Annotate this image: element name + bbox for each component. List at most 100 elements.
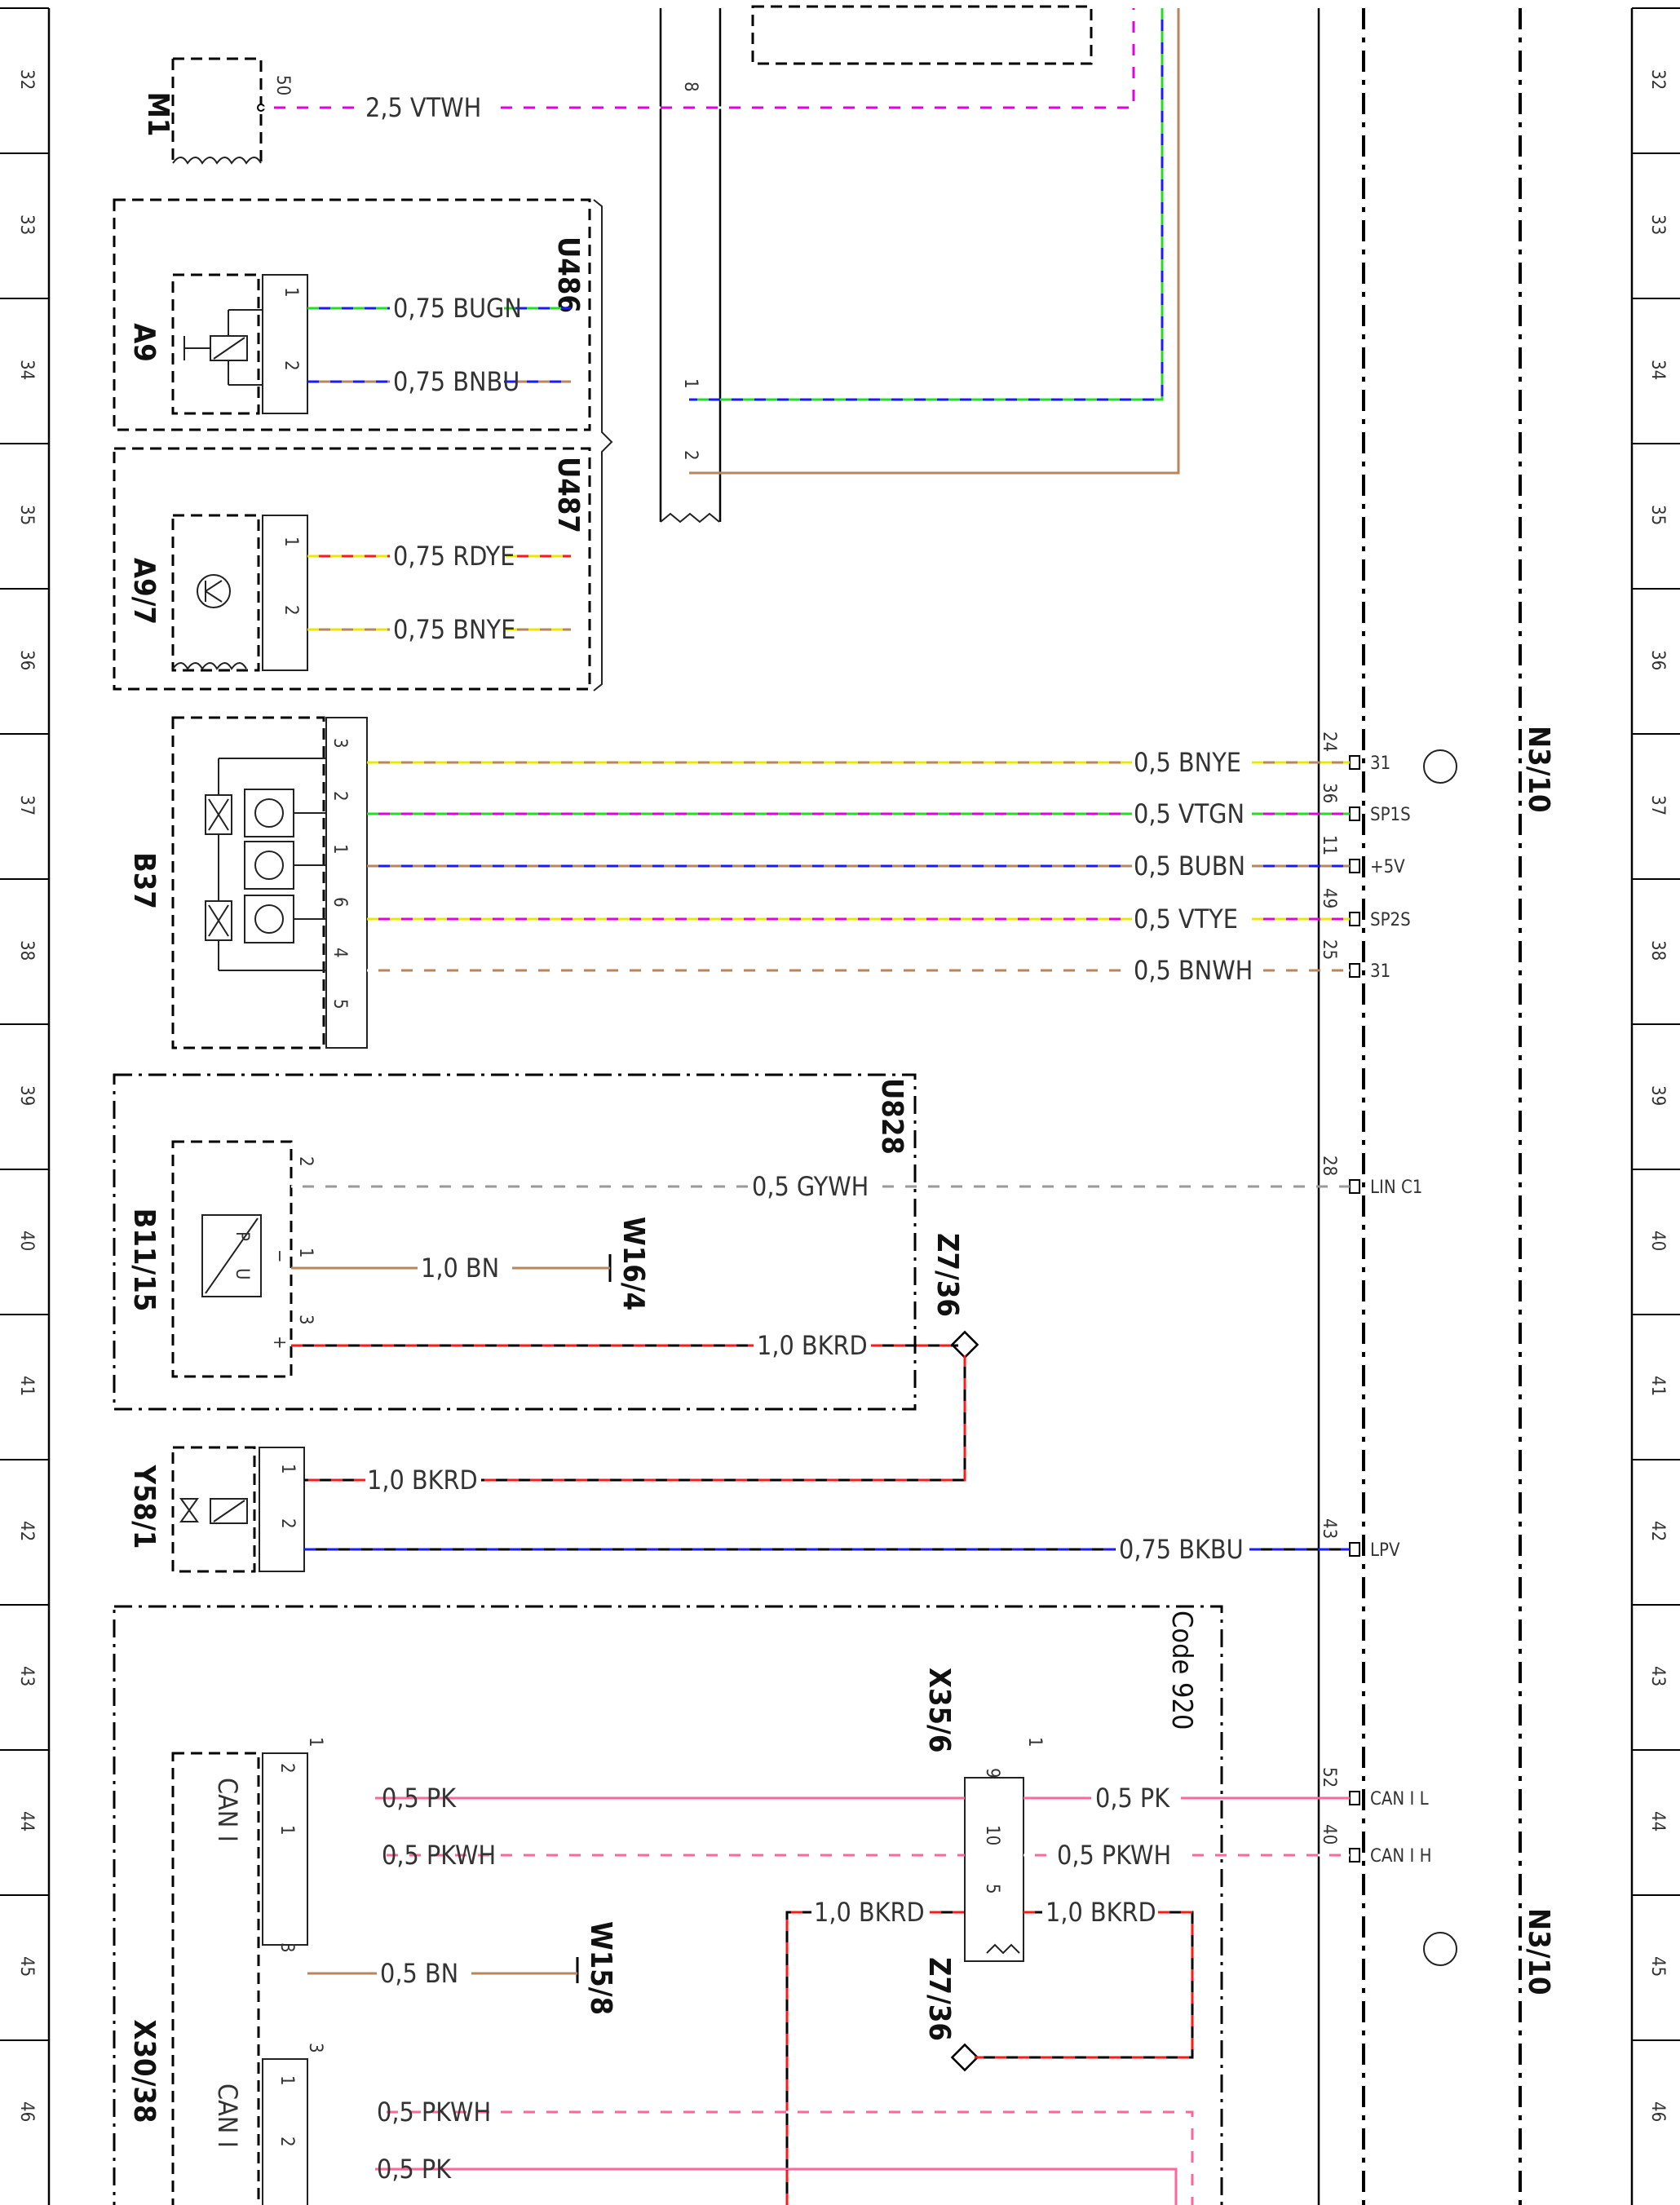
wire-label-can-pkwh-left: 0,5 PKWH bbox=[382, 1840, 496, 1871]
component-m1: M1 50 bbox=[141, 57, 293, 165]
n3-10-pin-number: 36 bbox=[1319, 783, 1339, 803]
n3-10-pin-terminal bbox=[1349, 755, 1360, 770]
n3-10-pin-number: 25 bbox=[1319, 939, 1339, 960]
row-number-left: 36 bbox=[16, 650, 37, 670]
u486-box bbox=[113, 198, 591, 431]
row-number-left: 43 bbox=[16, 1666, 37, 1686]
b37-label: B37 bbox=[127, 852, 161, 909]
mid-pin-1: 1 bbox=[680, 378, 701, 389]
component-n3-10: N3/10 N3/10 bbox=[1423, 726, 1555, 1995]
row-number-left: 37 bbox=[16, 795, 37, 815]
left-ruler bbox=[47, 8, 1634, 2205]
can-i-label-top: CAN I bbox=[212, 1778, 243, 1842]
b11-pin-2: 2 bbox=[295, 1156, 316, 1167]
z7-36-label-bottom: Z7/36 bbox=[922, 1957, 956, 2041]
n3-10-pin-terminal bbox=[1349, 912, 1360, 926]
n3-10-pin-number: 43 bbox=[1319, 1518, 1339, 1539]
n3-10-label-bottom: N3/10 bbox=[1522, 1908, 1555, 1995]
u-glyph: U bbox=[232, 1268, 252, 1280]
row-number-right: 38 bbox=[1647, 940, 1668, 961]
y58-1-label: Y58/1 bbox=[127, 1465, 161, 1549]
b37-pin-4: 4 bbox=[329, 948, 350, 958]
b11-minus: − bbox=[269, 1249, 290, 1263]
u486-u487-bracket bbox=[593, 199, 613, 692]
n3-10-pin-number: 11 bbox=[1319, 835, 1339, 855]
n3-10-signal: +5V bbox=[1370, 857, 1405, 877]
wire-label-b11-1: 1,0 BN bbox=[421, 1253, 499, 1284]
u486-label: U486 bbox=[551, 236, 585, 313]
component-a9: A9 1 2 bbox=[127, 273, 308, 415]
component-x30-38: X30/38 CAN I CAN I 1 2 1 3 3 1 2 bbox=[127, 1737, 325, 2205]
w15-8-label: W15/8 bbox=[584, 1921, 617, 2015]
b37-pin-5: 5 bbox=[329, 999, 350, 1010]
n3-10-pin-terminal bbox=[1349, 806, 1360, 821]
wire-label-a9-2: 0,75 BNBU bbox=[393, 366, 519, 397]
row-number-right: 40 bbox=[1647, 1231, 1668, 1251]
n3-10-signal: 31 bbox=[1370, 753, 1390, 774]
row-number-right: 44 bbox=[1647, 1811, 1668, 1832]
wire-label-can-pk-right: 0,5 PK bbox=[1095, 1783, 1170, 1814]
code-920-box bbox=[113, 1605, 1223, 2205]
b11-15-label: B11/15 bbox=[127, 1209, 161, 1312]
b37-pin-6: 6 bbox=[329, 897, 350, 908]
m1-pin: 50 bbox=[272, 75, 293, 95]
row-number-left: 41 bbox=[16, 1376, 37, 1396]
row-number-left: 35 bbox=[16, 505, 37, 525]
n3-10-pin-terminal bbox=[1349, 1179, 1360, 1194]
n3-10-signal: 31 bbox=[1370, 961, 1390, 982]
z7-36-label-top: Z7/36 bbox=[931, 1233, 964, 1317]
connector-x35-6: X35/6 1 9 10 5 bbox=[922, 1668, 1045, 1962]
a9-label: A9 bbox=[127, 323, 161, 362]
row-number-right: 32 bbox=[1647, 69, 1668, 90]
n3-10-pin-number: 49 bbox=[1319, 888, 1339, 908]
mid-pin-8: 8 bbox=[680, 82, 701, 92]
row-number-left: 40 bbox=[16, 1231, 37, 1251]
n3-10-pin-terminal bbox=[1349, 1848, 1360, 1863]
x30-pin-2: 2 bbox=[276, 1763, 297, 1774]
x35-pin-5: 5 bbox=[982, 1884, 1002, 1894]
row-number-right: 46 bbox=[1647, 2101, 1668, 2122]
row-number-right: 33 bbox=[1647, 214, 1668, 235]
code-920-label: Code 920 bbox=[1165, 1611, 1198, 1730]
wire-label-can2-pk: 0,5 PK bbox=[377, 2154, 452, 2185]
wire-label-b37_1: 0,5 BUBN bbox=[1134, 851, 1245, 882]
n3-10-signal: SP1S bbox=[1370, 805, 1411, 825]
wire-label-x30-3: 0,5 BN bbox=[380, 1958, 458, 1989]
component-y58-1: Y58/1 1 2 bbox=[127, 1446, 305, 1573]
wire-label-b37_2: 0,5 VTGN bbox=[1134, 798, 1245, 829]
wire-y58-1 bbox=[304, 1355, 966, 1482]
wire-label-can-pkwh-right: 0,5 PKWH bbox=[1057, 1840, 1171, 1871]
wire-label-can2-pkwh: 0,5 PKWH bbox=[377, 2097, 491, 2128]
n3-10-pin-terminal bbox=[1349, 859, 1360, 873]
a9-7-pin-2: 2 bbox=[281, 605, 301, 616]
x30-pin-3-bottom: 3 bbox=[305, 2043, 325, 2053]
mid-pin-2: 2 bbox=[680, 450, 701, 461]
u487-box bbox=[113, 447, 591, 691]
wire-label-b37_4: 0,5 BNWH bbox=[1134, 955, 1253, 986]
wire-top-bn bbox=[689, 8, 1180, 475]
n3-10-pin-number: 52 bbox=[1319, 1767, 1339, 1787]
z7-36-splice-bottom bbox=[950, 2043, 979, 2072]
x35-pin-1: 1 bbox=[1024, 1737, 1045, 1748]
wire-can2-pkwh bbox=[375, 2110, 1194, 2205]
component-b11-15: P U B11/15 2 1 3 − + bbox=[127, 1140, 316, 1378]
row-number-left: 32 bbox=[16, 69, 37, 90]
wire-label-b11-3: 1,0 BKRD bbox=[757, 1330, 868, 1361]
y58-pin-2: 2 bbox=[277, 1518, 298, 1529]
row-number-left: 34 bbox=[16, 360, 37, 380]
can-i-label-bottom: CAN I bbox=[212, 2083, 243, 2148]
row-number-right: 42 bbox=[1647, 1521, 1668, 1541]
row-number-left: 38 bbox=[16, 940, 37, 961]
row-number-right: 39 bbox=[1647, 1085, 1668, 1106]
y58-pin-1: 1 bbox=[277, 1464, 298, 1474]
w16-4-label: W16/4 bbox=[617, 1217, 650, 1310]
row-number-right: 43 bbox=[1647, 1666, 1668, 1686]
row-number-left: 39 bbox=[16, 1085, 37, 1106]
row-number-right: 37 bbox=[1647, 795, 1668, 815]
m1-label: M1 bbox=[141, 92, 175, 137]
wires bbox=[263, 8, 1350, 2205]
a9-7-pin-1: 1 bbox=[281, 537, 301, 547]
n3-10-signal: CAN I H bbox=[1370, 1846, 1431, 1867]
n3-10-pin-terminal bbox=[1349, 1542, 1360, 1557]
